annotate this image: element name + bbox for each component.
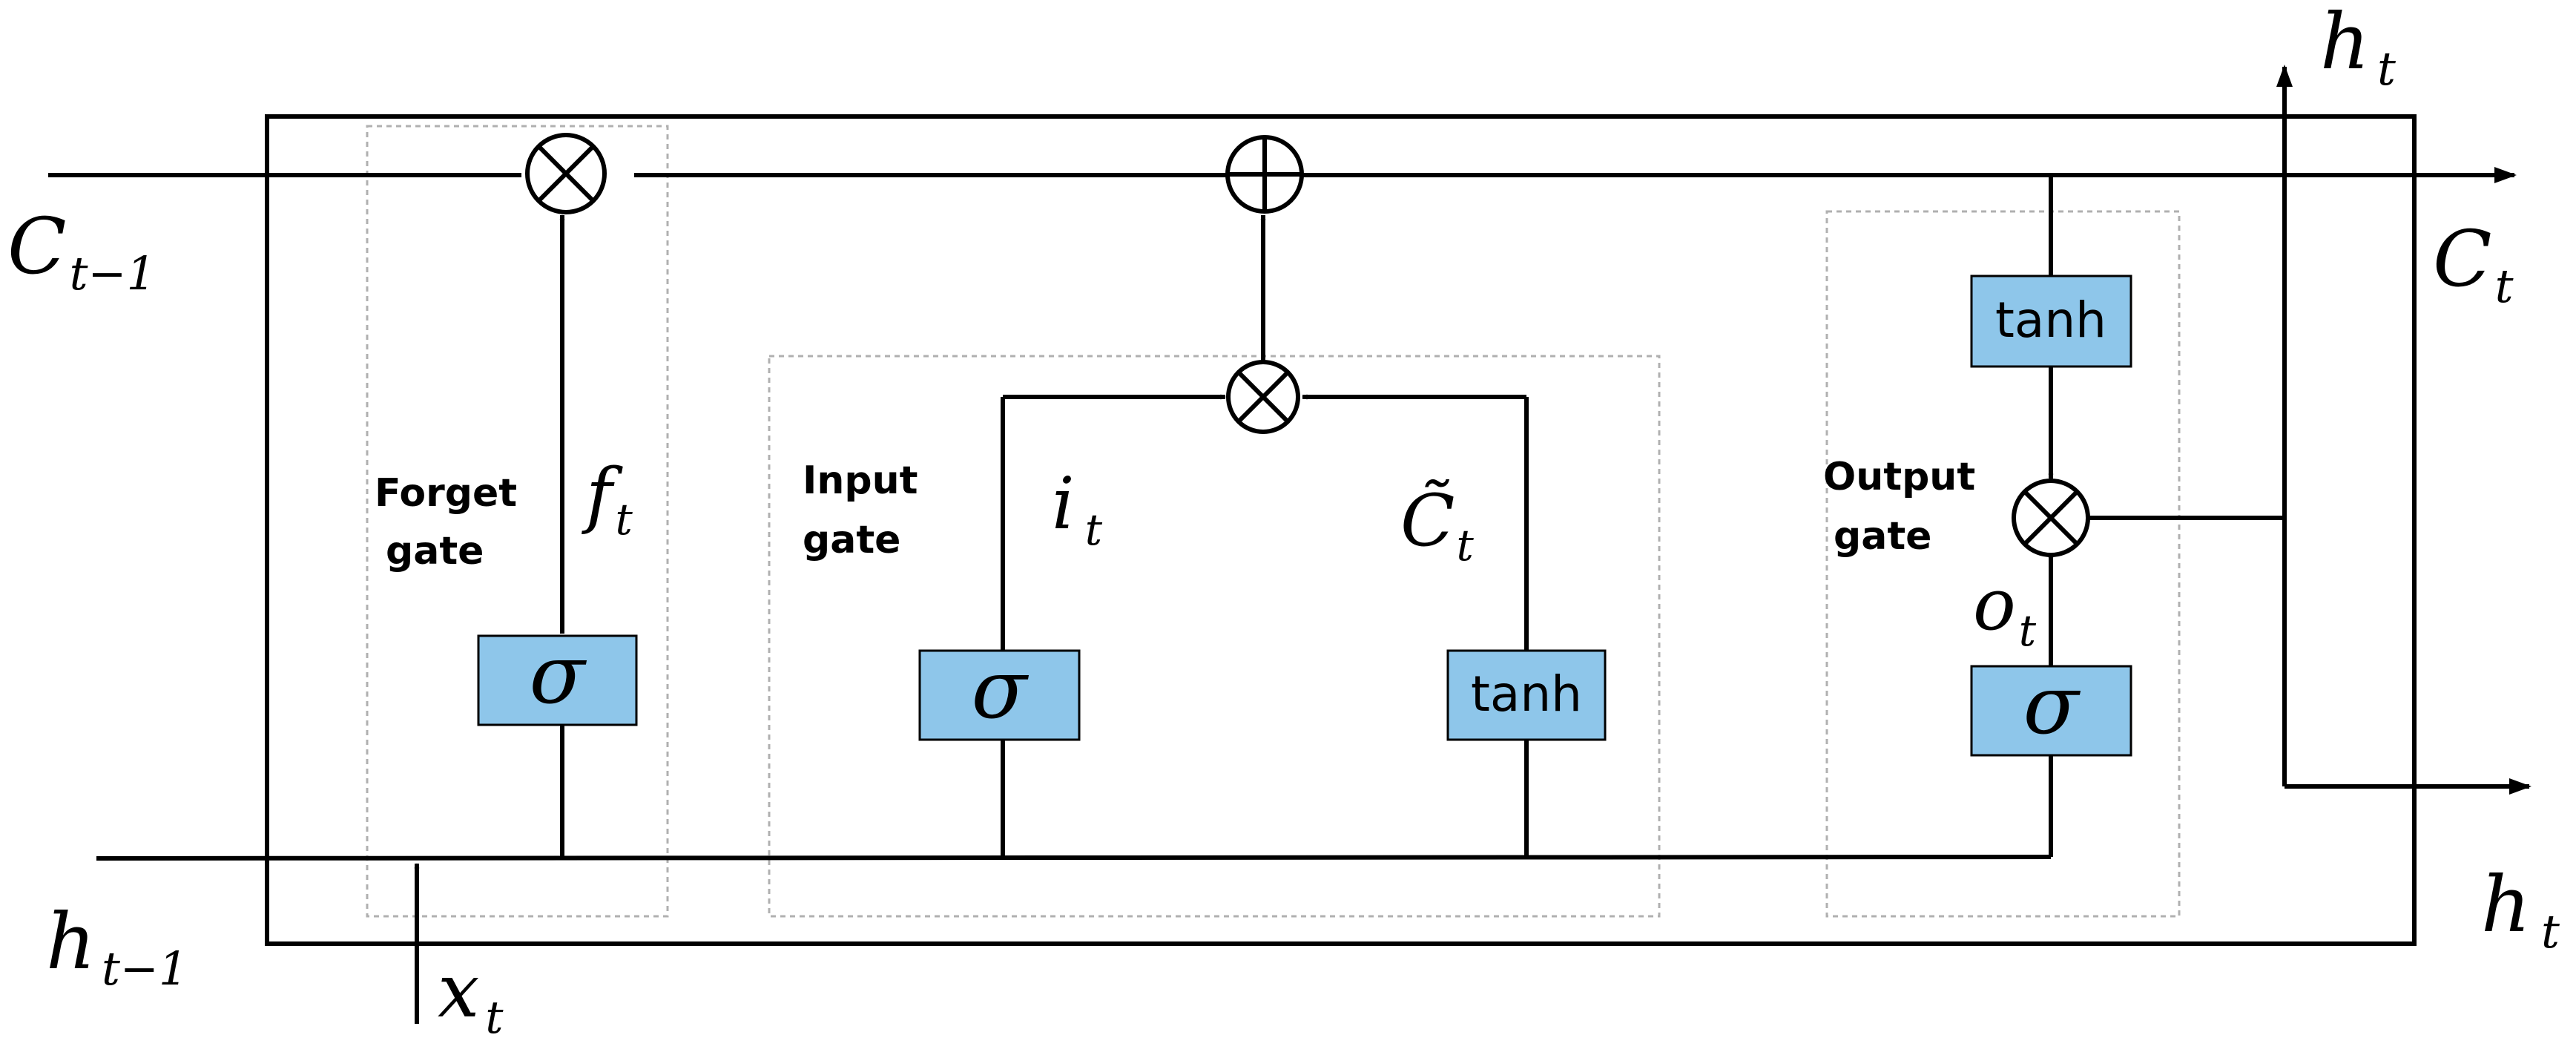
c-next-label: Ct bbox=[2433, 214, 2514, 313]
output-multiply-cross-b bbox=[2023, 490, 2079, 546]
forget-gate-label-line2: gate bbox=[386, 529, 484, 573]
input-multiply-cross-b bbox=[1236, 370, 1290, 424]
input-sigma-label: σ bbox=[971, 642, 1029, 737]
cell-frame bbox=[265, 114, 2417, 946]
output-tanh-label: tanh bbox=[1995, 292, 2106, 349]
input-tanh-box bbox=[1446, 649, 1607, 741]
input-tanh-label: tanh bbox=[1471, 665, 1582, 723]
output-sigma-label: σ bbox=[2023, 657, 2081, 752]
forget-activation-label: ft bbox=[582, 453, 633, 545]
output-gate-label-line2: gate bbox=[1834, 514, 1931, 559]
forget-sigma-box bbox=[477, 634, 638, 726]
input-gate-region bbox=[768, 355, 1661, 918]
hidden-state-in-line bbox=[96, 855, 2052, 861]
c-prev-label: Ct−1 bbox=[7, 201, 156, 300]
output-activation-label: ot bbox=[1973, 563, 2037, 656]
forget-multiply-cross-b bbox=[536, 144, 596, 203]
output-gate-region bbox=[1825, 210, 2181, 918]
forget-gate-label-line1: Forget bbox=[375, 471, 517, 516]
output-sigma-box bbox=[1970, 665, 2132, 757]
candidate-cell-label: C̃t bbox=[1400, 479, 1474, 571]
input-gate-label-line2: gate bbox=[803, 518, 900, 562]
input-sigma-box bbox=[918, 649, 1081, 741]
output-gate-label-line1: Output bbox=[1823, 455, 1975, 499]
output-tanh-box bbox=[1970, 275, 2132, 368]
input-gate-label-line1: Input bbox=[803, 459, 918, 503]
forget-sigma-label: σ bbox=[529, 627, 587, 722]
forget-gate-region bbox=[366, 125, 669, 918]
